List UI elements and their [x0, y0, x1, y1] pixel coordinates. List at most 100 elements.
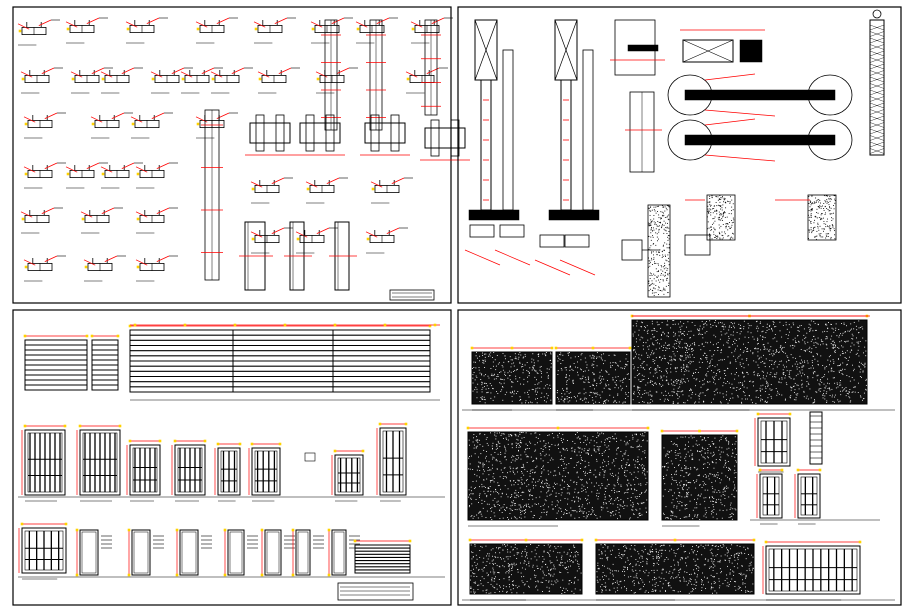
dimension-marker [173, 439, 177, 443]
dimension-marker [371, 187, 375, 191]
door-elevation [260, 528, 295, 577]
frame-section [239, 221, 273, 291]
dimension-marker [316, 77, 320, 81]
vertical-section [201, 109, 223, 281]
profile-detail [365, 227, 408, 254]
dimension-marker [758, 468, 762, 472]
dimension-marker [258, 77, 262, 81]
dimension-marker [291, 528, 295, 532]
dimension-marker [752, 538, 756, 542]
barred-door-elevation [76, 424, 122, 502]
sheet-profile-details [12, 6, 470, 304]
dimension-marker [735, 429, 739, 433]
dimension-marker [404, 422, 408, 426]
dimension-marker [510, 346, 514, 350]
vertical-section [366, 19, 386, 131]
door-elevation [223, 528, 258, 577]
perforated-panel-elevation [554, 346, 632, 411]
profile-detail [20, 207, 63, 234]
perforated-panel-elevation [470, 346, 554, 411]
sheet-border [12, 309, 452, 606]
dimension-marker [203, 439, 207, 443]
dimension-marker [21, 77, 25, 81]
profile-detail [23, 162, 66, 189]
door-elevation [175, 528, 212, 577]
profile-detail [253, 17, 296, 44]
dimension-marker [75, 528, 79, 532]
dimension-marker [378, 422, 382, 426]
profile-detail [135, 255, 178, 282]
profile-detail [370, 177, 413, 204]
dimension-marker [181, 77, 185, 81]
dimension-marker [858, 540, 862, 544]
section-detail [625, 91, 662, 173]
dimension-marker [128, 439, 132, 443]
profile-detail [100, 162, 143, 189]
hatched-block [807, 194, 837, 241]
louvered-panel [353, 539, 412, 574]
dimension-marker [283, 323, 287, 327]
dimension-marker [211, 77, 215, 81]
vertical-section [321, 19, 341, 131]
door-elevation [291, 528, 324, 577]
sheet-panel-elevations [457, 309, 902, 606]
dimension-marker [136, 217, 140, 221]
profile-detail [135, 162, 178, 189]
barred-door-elevation [171, 439, 207, 502]
dimension-marker [183, 323, 187, 327]
title-block [389, 289, 435, 301]
small-hardware-detail [534, 234, 571, 276]
dimension-marker [24, 122, 28, 126]
barred-door-elevation [762, 540, 862, 601]
frame-detail [420, 119, 470, 161]
dimension-marker [20, 522, 24, 526]
dimension-marker [71, 77, 75, 81]
dimension-marker [353, 539, 357, 543]
dimension-marker [63, 424, 67, 428]
dimension-marker [756, 412, 760, 416]
lock-detail [621, 234, 711, 261]
profile-detail [90, 112, 133, 139]
dimension-marker [21, 217, 25, 221]
vertical-section [809, 411, 823, 465]
dimension-marker [361, 449, 365, 453]
barred-door-elevation [754, 412, 792, 473]
dimension-marker [136, 172, 140, 176]
dimension-marker [251, 187, 255, 191]
profile-detail [20, 67, 63, 94]
profile-detail [100, 67, 143, 94]
sheet-grille-elevations [12, 309, 452, 606]
dimension-marker [260, 528, 264, 532]
small-hardware-detail [494, 224, 531, 266]
barred-door-elevation [21, 424, 67, 502]
small-hardware-detail [559, 234, 596, 276]
dimension-marker [250, 442, 254, 446]
sheet-border [457, 309, 902, 606]
door-elevation [75, 528, 112, 577]
profile-detail [210, 67, 253, 94]
dimension-marker [18, 29, 22, 33]
dimension-marker [24, 172, 28, 176]
dimension-marker [260, 573, 264, 577]
profile-detail [83, 255, 126, 282]
door-elevation [327, 528, 360, 577]
dimension-marker [556, 426, 560, 430]
dimension-marker [238, 442, 242, 446]
dimension-marker [81, 217, 85, 221]
tall-elevation-detail [468, 19, 520, 221]
dimension-marker [411, 27, 415, 31]
dimension-marker [333, 449, 337, 453]
dimension-marker [408, 539, 412, 543]
dimension-marker [764, 540, 768, 544]
door-elevation [127, 528, 164, 577]
long-section-detail [667, 73, 853, 117]
profile-detail [305, 177, 348, 204]
profile-detail [180, 67, 223, 94]
dimension-marker [788, 412, 792, 416]
dimension-marker [278, 442, 282, 446]
dimension-marker [366, 237, 370, 241]
profile-detail [70, 67, 113, 94]
dimension-marker [101, 77, 105, 81]
barred-door-elevation [214, 442, 242, 502]
